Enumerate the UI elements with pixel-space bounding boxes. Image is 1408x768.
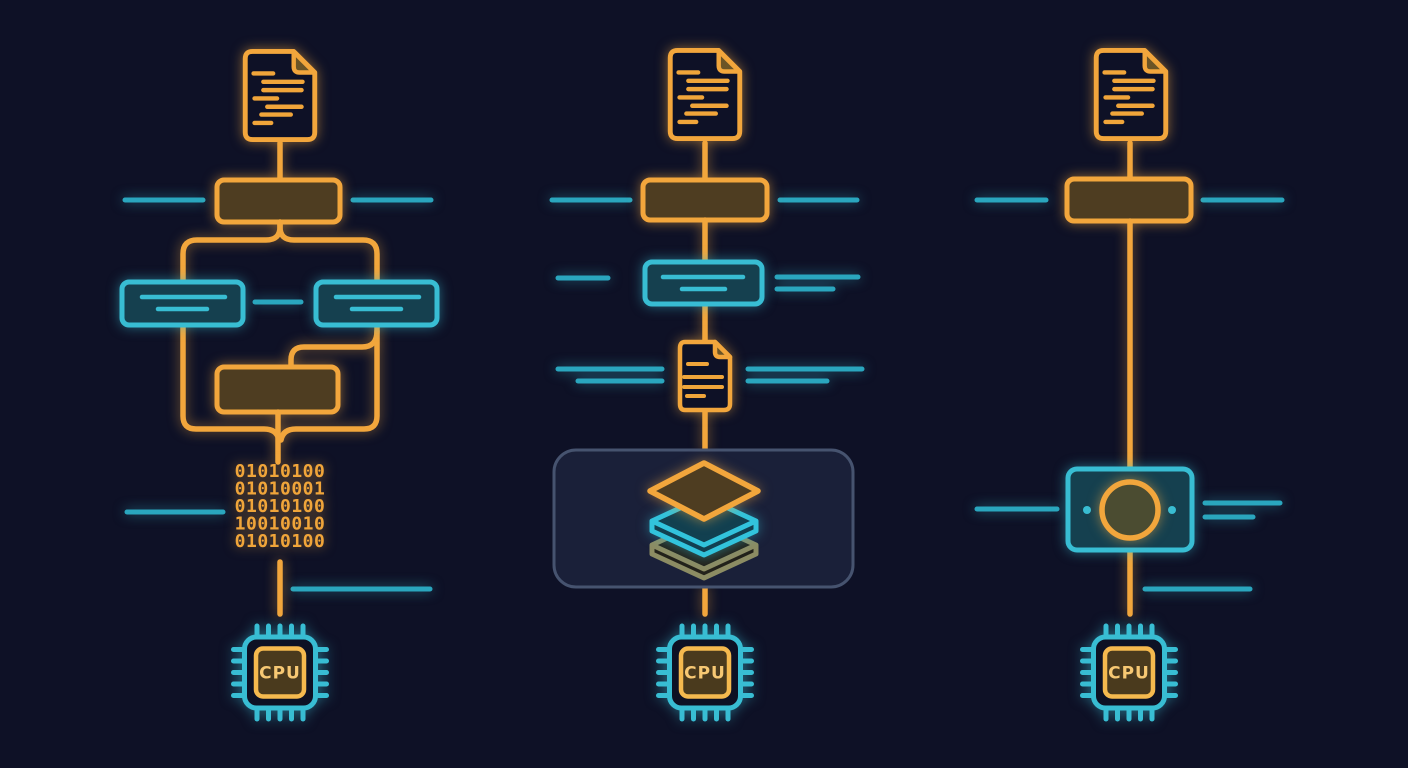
cpu-chip-icon <box>659 626 752 719</box>
left-pipeline: 01010100 01010001 01010100 10010010 0101… <box>119 51 440 719</box>
process-box <box>640 177 770 223</box>
layer-middle <box>649 494 759 558</box>
process-box <box>1064 176 1194 224</box>
lens-circle <box>1099 479 1161 541</box>
node-dot <box>1083 506 1091 514</box>
source-document-icon <box>1096 50 1166 138</box>
cpu-chip-icon <box>234 626 327 719</box>
right-pipeline <box>974 50 1285 719</box>
runtime-panel <box>552 448 855 589</box>
process-box <box>214 177 343 225</box>
node-dot <box>1168 506 1176 514</box>
source-document-icon <box>245 51 315 139</box>
cpu-chip-icon <box>1083 626 1176 719</box>
binary-line: 10010010 <box>235 514 326 535</box>
elbow-connector <box>288 328 380 370</box>
intermediate-document-icon <box>677 339 733 413</box>
source-document-icon <box>670 50 740 138</box>
intermediate-node-box <box>642 259 765 307</box>
binary-code-block: 01010100 01010001 01010100 10010010 0101… <box>235 461 326 552</box>
binary-line: 01010100 <box>235 531 326 552</box>
branch-left-connector <box>180 219 283 443</box>
binary-line: 01010100 <box>235 461 326 482</box>
branch-right-connector <box>277 219 380 443</box>
process-box <box>214 364 341 415</box>
layer-stack-icon <box>647 460 761 581</box>
branch-node-box <box>313 279 440 328</box>
binary-line: 01010001 <box>235 479 326 500</box>
binary-line: 01010100 <box>235 496 326 517</box>
branch-node-box <box>119 279 246 328</box>
middle-pipeline <box>549 50 865 719</box>
layer-top <box>647 460 761 522</box>
